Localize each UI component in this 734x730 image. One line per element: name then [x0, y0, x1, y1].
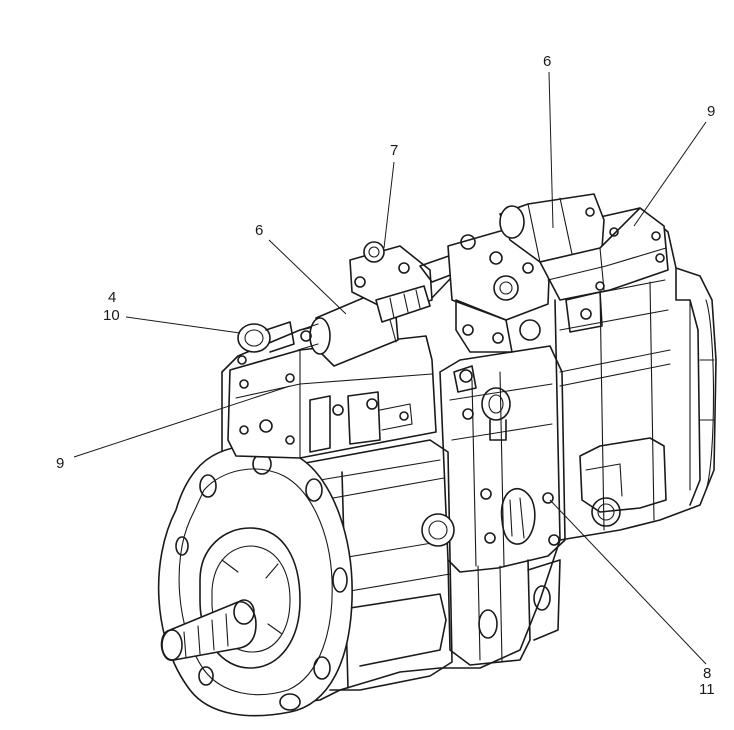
leader-line-6-left: [268, 239, 347, 315]
front-flange: [157, 444, 353, 717]
leader-line-8: [549, 499, 707, 665]
leader-line-9-left: [73, 385, 291, 458]
callout-10: 10: [103, 307, 120, 324]
callout-9-top: 9: [707, 103, 715, 120]
callout-9-left: 9: [56, 455, 64, 472]
right-regulator: [539, 207, 669, 333]
callout-11: 11: [699, 681, 715, 698]
upper-valve-block: [349, 241, 475, 323]
leader-line-6-right: [548, 71, 554, 229]
callout-8: 8: [703, 665, 711, 682]
callout-6-right: 6: [543, 53, 551, 70]
side-fitting: [237, 321, 295, 365]
callout-7: 7: [390, 142, 398, 159]
pump-body: [199, 207, 717, 707]
right-solenoid: [499, 193, 605, 263]
callout-4: 4: [108, 289, 116, 306]
callout-6-left: 6: [255, 222, 263, 239]
center-valve-block: [447, 229, 551, 393]
leader-line-9-top: [633, 121, 707, 227]
leader-lines: [73, 71, 707, 665]
leader-line-10: [125, 316, 241, 334]
leader-line-7: [383, 161, 395, 249]
callout-labels: 4 10 7 6 6 9 9 8 11: [56, 53, 715, 698]
